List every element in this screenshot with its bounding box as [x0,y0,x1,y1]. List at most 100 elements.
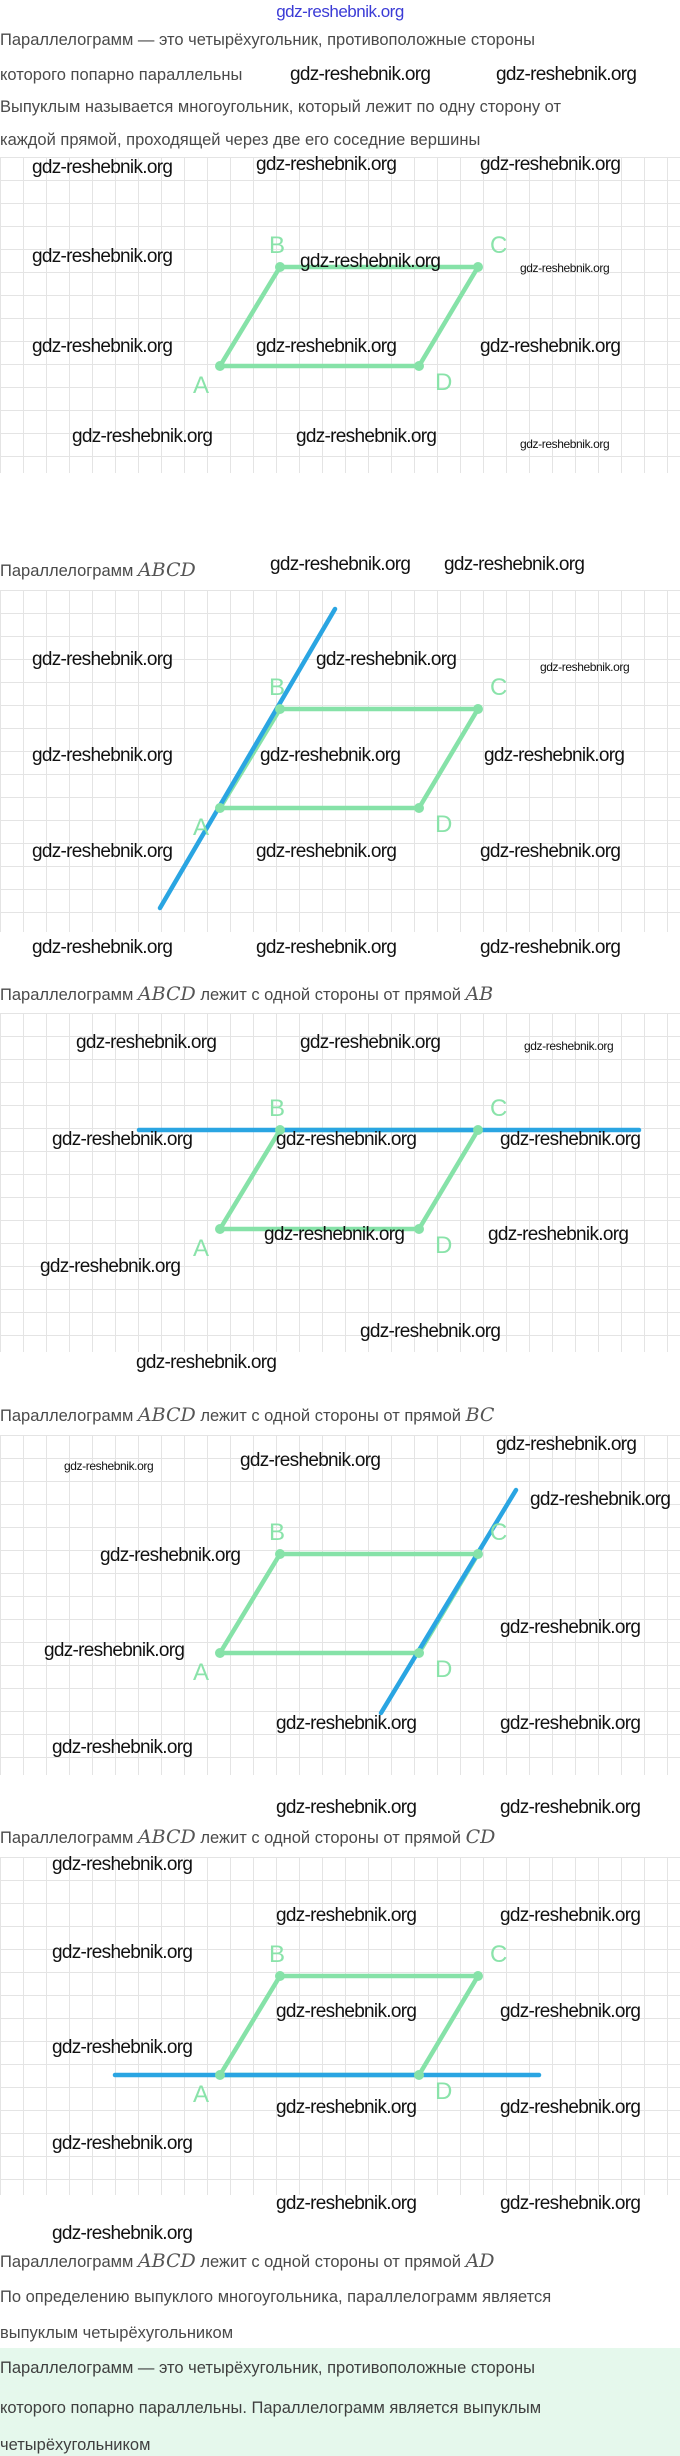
watermark: gdz-reshebnik.org [488,1224,629,1245]
side-cd [416,264,481,369]
vertex-d-point [414,1648,424,1658]
vertex-d-point [414,803,424,813]
caption-math: ABCD [137,1404,196,1426]
watermark: gdz-reshebnik.org [32,649,173,670]
watermark: gdz-reshebnik.org [276,1905,417,1926]
vertex-d-point [414,1224,424,1234]
watermark: gdz-reshebnik.org [500,2193,641,2214]
watermark: gdz-reshebnik.org [290,64,431,85]
vertex-label-d: D [435,811,452,838]
watermark: gdz-reshebnik.org [500,1617,641,1638]
watermark: gdz-reshebnik.org [64,1459,154,1473]
figure-line-cd: A B C D [0,1435,680,1775]
vertex-c-point [473,1549,483,1559]
vertex-c-point [473,704,483,714]
watermark: gdz-reshebnik.org [32,336,173,357]
vertex-label-b: B [269,674,285,701]
watermark: gdz-reshebnik.org [44,1640,185,1661]
intro-line-2: которого попарно параллельны [0,66,243,84]
vertex-label-b: B [269,1519,285,1546]
answer-line-3: четырёхугольником [0,2436,151,2454]
vertex-label-a: A [193,1659,209,1686]
side-ab [217,264,283,369]
caption-text: Параллелограмм [0,986,134,1004]
vertex-b-point [275,262,285,272]
caption-math: ABCD [137,983,196,1005]
side-cd [416,1973,481,2078]
watermark: gdz-reshebnik.org [32,246,173,267]
watermark: gdz-reshebnik.org [500,1905,641,1926]
watermark: gdz-reshebnik.org [136,1352,277,1373]
watermark: gdz-reshebnik.org [444,554,585,575]
answer-line-1: Параллелограмм — это четырёхугольник, пр… [0,2359,535,2377]
vertex-a-point [215,2070,225,2080]
watermark: gdz-reshebnik.org [256,336,397,357]
watermark: gdz-reshebnik.org [32,841,173,862]
vertex-label-d: D [435,1656,452,1683]
watermark: gdz-reshebnik.org [480,937,621,958]
caption-5: Параллелограмм ABCD лежит с одной сторон… [0,2251,495,2272]
vertex-b-point [275,1971,285,1981]
watermark: gdz-reshebnik.org [276,2001,417,2022]
watermark: gdz-reshebnik.org [484,745,625,766]
watermark: gdz-reshebnik.org [256,937,397,958]
watermark: gdz-reshebnik.org [40,1256,181,1277]
watermark: gdz-reshebnik.org [276,1797,417,1818]
vertex-c-point [473,262,483,272]
watermark: gdz-reshebnik.org [32,745,173,766]
watermark: gdz-reshebnik.org [52,2037,193,2058]
watermark: gdz-reshebnik.org [240,1450,381,1471]
watermark: gdz-reshebnik.org [296,426,437,447]
vertex-label-c: C [490,1095,507,1122]
watermark: gdz-reshebnik.org [52,1942,193,1963]
caption-line: CD [465,1826,496,1848]
caption-math: ABCD [137,1826,196,1848]
caption-line: AB [465,983,494,1005]
watermark: gdz-reshebnik.org [496,1434,637,1455]
watermark: gdz-reshebnik.org [52,2133,193,2154]
caption-math: ABCD [137,559,196,581]
vertex-label-c: C [490,232,507,259]
vertex-label-d: D [435,2078,452,2105]
intro-line-3: Выпуклым называется многоугольник, котор… [0,98,562,116]
answer-box: Параллелограмм — это четырёхугольник, пр… [0,2348,680,2456]
caption-text: Параллелограмм [0,1407,134,1425]
watermark: gdz-reshebnik.org [276,2193,417,2214]
vertex-b-point [275,1125,285,1135]
caption-text: Параллелограмм [0,1829,134,1847]
watermark: gdz-reshebnik.org [496,64,637,85]
watermark: gdz-reshebnik.org [500,2097,641,2118]
watermark: gdz-reshebnik.org [52,1737,193,1758]
caption-suffix: лежит с одной стороны от прямой [200,986,461,1004]
vertex-label-b: B [269,232,285,259]
watermark: gdz-reshebnik.org [530,1489,671,1510]
caption-4: Параллелограмм ABCD лежит с одной сторон… [0,1827,495,1848]
watermark: gdz-reshebnik.org [500,2001,641,2022]
caption-2: Параллелограмм ABCD лежит с одной сторон… [0,984,493,1005]
site-watermark[interactable]: gdz-reshebnik.org [276,2,404,21]
watermark: gdz-reshebnik.org [100,1545,241,1566]
watermark: gdz-reshebnik.org [32,937,173,958]
watermark: gdz-reshebnik.org [480,336,621,357]
watermark: gdz-reshebnik.org [72,426,213,447]
vertex-label-c: C [490,1519,507,1546]
watermark: gdz-reshebnik.org [300,251,441,272]
watermark: gdz-reshebnik.org [360,1321,501,1342]
caption-suffix: лежит с одной стороны от прямой [200,1407,461,1425]
caption-line: BC [465,1404,495,1426]
side-ab [217,1127,283,1232]
straight-line [157,606,338,911]
caption-suffix: лежит с одной стороны от прямой [200,2253,461,2271]
vertex-label-c: C [490,674,507,701]
conclusion-line-1: По определению выпуклого многоугольника,… [0,2288,552,2306]
watermark: gdz-reshebnik.org [500,1129,641,1150]
caption-1: Параллелограмм ABCD [0,560,196,581]
vertex-d-point [414,361,424,371]
watermark: gdz-reshebnik.org [316,649,457,670]
